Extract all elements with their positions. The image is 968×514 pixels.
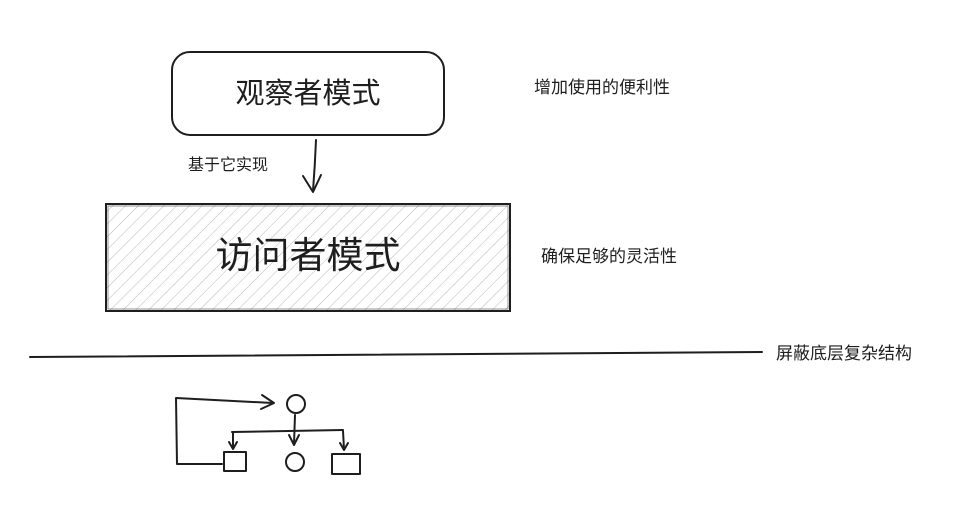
note-flexibility: 确保足够的灵活性 [541,247,677,267]
observer-box [171,51,445,136]
note-convenience: 增加使用的便利性 [534,78,670,98]
divider-line [29,351,763,358]
observer-box-label: 观察者模式 [235,76,381,110]
down-arrow [302,139,322,193]
arrow-label: 基于它实现 [188,155,269,174]
structure-sketch [175,394,361,475]
visitor-box [105,203,511,312]
visitor-box-label: 访问者模式 [215,234,401,277]
note-shield: 屏蔽底层复杂结构 [776,344,912,364]
